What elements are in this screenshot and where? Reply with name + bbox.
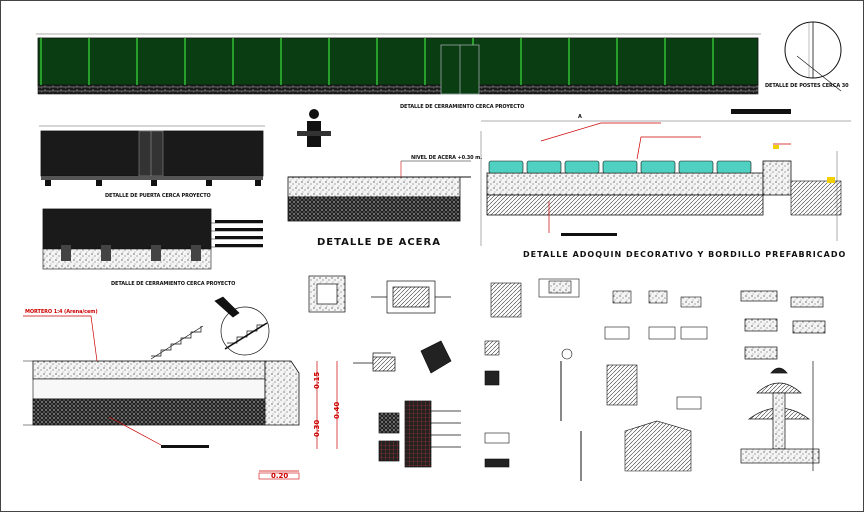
paver-title: DETALLE ADOQUIN DECORATIVO Y BORDILLO PR… [523,250,847,259]
paver-details [484,278,708,481]
paver-section [480,120,851,246]
sidewalk-section [287,109,471,222]
fence-detail-label: DETALLE DE CERRAMIENTO CERCA PROYECTO [400,104,525,110]
paver-tile [716,160,752,174]
paver-tile [526,160,562,174]
sidewalk-title: DETALLE DE ACERA [317,237,441,248]
fence-section-label: DETALLE DE CERRAMIENTO CERCA PROYECTO [111,281,236,287]
gate-detail-label: DETALLE DE PUERTA CERCA PROYECTO [105,193,211,199]
stair-detail [150,296,270,360]
red-leaders-left [23,315,338,472]
note-label: A [578,114,582,120]
post-detail-label: DETALLE DE POSTES CERCA 30 [765,83,849,89]
dim-030-label: 0.30 [313,419,321,437]
fountain-detail [740,290,826,471]
paver-tile [640,160,676,174]
gate-elevation [39,125,265,186]
sidewalk-level-label: NIVEL DE ACERA +0.30 m. [411,155,483,161]
box-details [308,275,461,468]
mortar-note-label: MORTERO 1:4 (Arena/cem) [25,309,98,315]
wall-foundation-section [23,360,300,448]
fence-elevation [36,33,761,95]
paver-tile [602,160,638,174]
paver-tile [678,160,714,174]
dim-020-label: 0.20 [271,472,289,480]
paver-tile [488,160,524,174]
dim-015-label: 0.15 [313,371,321,389]
post-circle-detail [784,21,842,92]
paver-tile [564,160,600,174]
red-leaders-right [540,122,791,233]
dim-040-label: 0.40 [333,401,341,419]
fence-section [42,208,263,270]
